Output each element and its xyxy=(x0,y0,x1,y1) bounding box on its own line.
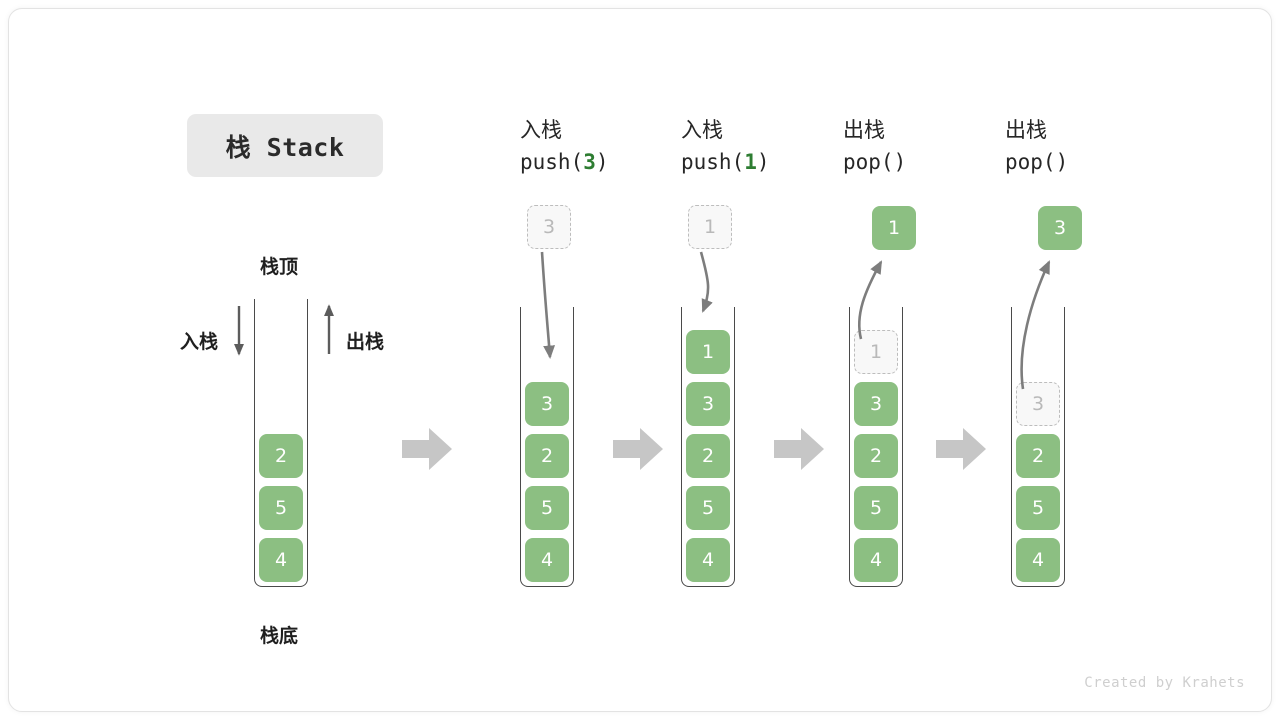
stack-cell: 4 xyxy=(1016,538,1060,582)
push-direction-label: 入栈 xyxy=(180,331,219,353)
vacated-slot-ghost: 3 xyxy=(1016,382,1060,426)
stage-header-code: push(1) xyxy=(681,147,770,179)
stack-container-push-1 xyxy=(681,307,735,587)
stack-cell: 1 xyxy=(686,330,730,374)
code-suffix: ) xyxy=(1055,149,1069,174)
stack-cell: 3 xyxy=(525,382,569,426)
stage-header-push-1: 入栈 push(1) xyxy=(681,115,770,179)
stack-container-pop-3 xyxy=(1011,307,1065,587)
push-motion-arrow-1 xyxy=(699,251,713,313)
stack-cell: 4 xyxy=(854,538,898,582)
stage-separator-arrow xyxy=(402,428,452,470)
code-argument: 1 xyxy=(744,149,757,174)
stack-cell: 2 xyxy=(1016,434,1060,478)
stack-cell: 5 xyxy=(525,486,569,530)
stack-cell: 3 xyxy=(686,382,730,426)
stack-cell: 4 xyxy=(525,538,569,582)
stack-cell: 5 xyxy=(854,486,898,530)
stack-bottom-label: 栈底 xyxy=(260,625,299,647)
code-prefix: pop( xyxy=(843,149,894,174)
code-prefix: pop( xyxy=(1005,149,1056,174)
stack-cell: 5 xyxy=(259,486,303,530)
code-suffix: ) xyxy=(893,149,907,174)
stage-header-pop-3: 出栈 pop() xyxy=(1005,115,1068,179)
incoming-element-ghost: 1 xyxy=(688,205,732,249)
stack-cell: 2 xyxy=(259,434,303,478)
stage-header-push-3: 入栈 push(3) xyxy=(520,115,609,179)
stack-cell: 2 xyxy=(525,434,569,478)
code-suffix: ) xyxy=(756,149,770,174)
stage-header-cjk: 出栈 xyxy=(1005,118,1047,142)
popped-element: 1 xyxy=(872,206,916,250)
stack-container-push-3 xyxy=(520,307,574,587)
stage-header-pop-1: 出栈 pop() xyxy=(843,115,906,179)
stage-header-cjk: 入栈 xyxy=(520,118,562,142)
stage-header-code: push(3) xyxy=(520,147,609,179)
code-suffix: ) xyxy=(595,149,609,174)
stage-separator-arrow xyxy=(774,428,824,470)
code-argument: 3 xyxy=(583,149,596,174)
code-prefix: push( xyxy=(520,149,584,174)
stack-cell: 5 xyxy=(686,486,730,530)
stage-header-cjk: 出栈 xyxy=(843,118,885,142)
stack-cell: 5 xyxy=(1016,486,1060,530)
pop-direction-label: 出栈 xyxy=(346,331,385,353)
stack-cell: 2 xyxy=(854,434,898,478)
stage-header-cjk: 入栈 xyxy=(681,118,723,142)
stack-cell: 3 xyxy=(854,382,898,426)
stage-separator-arrow xyxy=(613,428,663,470)
stage-header-code: pop() xyxy=(1005,147,1068,179)
vacated-slot-ghost: 1 xyxy=(854,330,898,374)
popped-element: 3 xyxy=(1038,206,1082,250)
stack-container-initial xyxy=(254,299,308,587)
stage-header-code: pop() xyxy=(843,147,906,179)
stack-top-label: 栈顶 xyxy=(260,256,299,278)
stage-separator-arrow xyxy=(936,428,986,470)
code-prefix: push( xyxy=(681,149,745,174)
stack-cell: 4 xyxy=(686,538,730,582)
stack-cell: 4 xyxy=(259,538,303,582)
watermark-credit: Created by Krahets xyxy=(1084,675,1245,691)
stack-cell: 2 xyxy=(686,434,730,478)
diagram-canvas: 栈 Stack 栈顶 栈底 入栈 出栈 2 5 4 入栈 push(3) 3 3… xyxy=(8,8,1272,712)
stack-container-pop-1 xyxy=(849,307,903,587)
incoming-element-ghost: 3 xyxy=(527,205,571,249)
diagram-title-badge: 栈 Stack xyxy=(187,114,383,177)
